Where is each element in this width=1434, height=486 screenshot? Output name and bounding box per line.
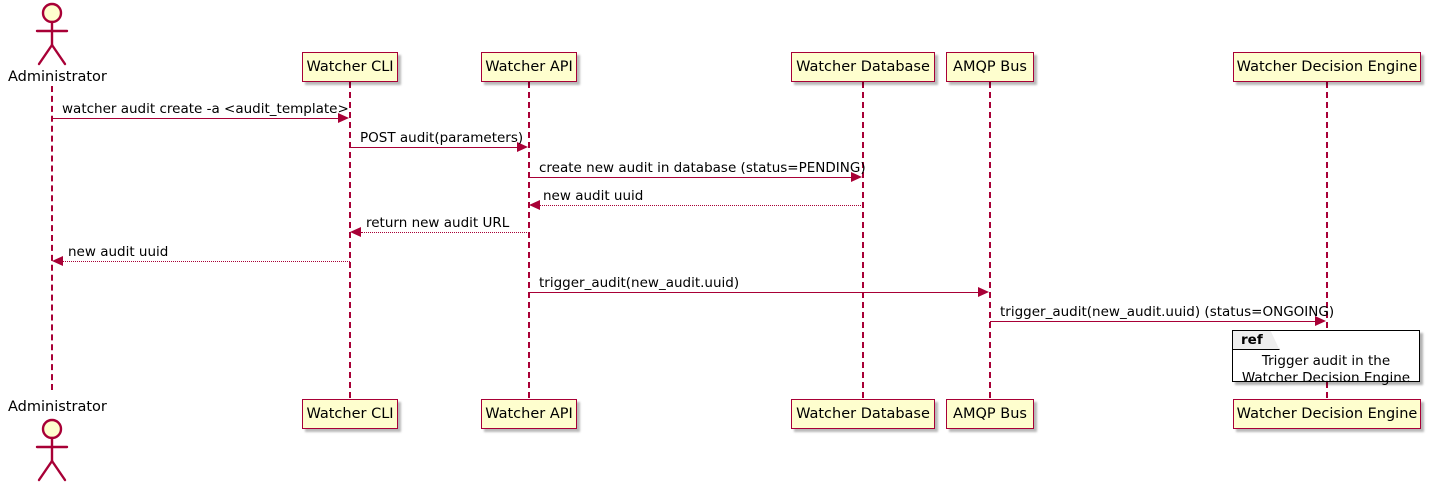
message-arrowhead-1 [338, 113, 349, 123]
message-label-5: return new audit URL [366, 215, 510, 231]
lifeline-watcher-cli [349, 82, 351, 398]
message-arrowhead-3 [851, 172, 862, 182]
message-arrowhead-7 [978, 287, 989, 297]
participant-watcher-api-bottom[interactable]: Watcher API [481, 399, 577, 429]
message-line-5 [361, 232, 529, 233]
participant-label-watcher-db-top: Watcher Database [796, 59, 930, 75]
participant-decision-engine-top[interactable]: Watcher Decision Engine [1233, 52, 1421, 82]
participant-label-amqp-bus-top: AMQP Bus [953, 59, 1027, 75]
lifeline-administrator [51, 86, 53, 390]
message-arrowhead-8 [1315, 316, 1326, 326]
message-line-6 [63, 261, 350, 262]
participant-label-amqp-bus-bottom: AMQP Bus [953, 406, 1027, 422]
ref-fragment: ref Trigger audit in the Watcher Decisio… [1232, 330, 1420, 386]
message-label-7: trigger_audit(new_audit.uuid) [539, 275, 740, 291]
actor-administrator-bottom [26, 418, 78, 482]
actor-administrator-top [26, 2, 78, 66]
participant-amqp-bus-bottom[interactable]: AMQP Bus [946, 399, 1034, 429]
participant-watcher-cli-bottom[interactable]: Watcher CLI [302, 399, 398, 429]
message-arrowhead-4 [529, 200, 540, 210]
message-label-8: trigger_audit(new_audit.uuid) (status=ON… [1000, 304, 1335, 320]
lifeline-watcher-api [528, 82, 530, 398]
participant-label-watcher-cli-bottom: Watcher CLI [306, 406, 394, 422]
participant-label-decision-engine-bottom: Watcher Decision Engine [1236, 406, 1418, 422]
lifeline-watcher-db [862, 82, 864, 398]
message-label-6: new audit uuid [68, 244, 169, 260]
message-label-2: POST audit(parameters) [360, 130, 524, 146]
participant-label-watcher-api-bottom: Watcher API [485, 406, 573, 422]
actor-label-administrator-top: Administrator [8, 69, 107, 85]
message-arrowhead-5 [350, 227, 361, 237]
ref-fragment-tag: ref [1233, 331, 1280, 350]
actor-figure-icon [35, 418, 69, 482]
message-label-3: create new audit in database (status=PEN… [539, 160, 866, 176]
message-line-2 [350, 147, 518, 148]
message-line-1 [52, 118, 339, 119]
participant-decision-engine-bottom[interactable]: Watcher Decision Engine [1233, 399, 1421, 429]
actor-label-administrator-bottom: Administrator [8, 399, 107, 415]
ref-fragment-line-1: Trigger audit in the [1261, 353, 1391, 369]
ref-fragment-line-2: Watcher Decision Engine [1241, 370, 1411, 386]
participant-watcher-db-bottom[interactable]: Watcher Database [791, 399, 935, 429]
message-label-4: new audit uuid [543, 188, 644, 204]
message-line-7 [529, 292, 979, 293]
participant-label-watcher-cli-top: Watcher CLI [306, 59, 394, 75]
participant-label-watcher-api-top: Watcher API [485, 59, 573, 75]
participant-watcher-cli-top[interactable]: Watcher CLI [302, 52, 398, 82]
message-line-4 [540, 205, 863, 206]
message-line-3 [529, 177, 852, 178]
actor-figure-icon [35, 2, 69, 66]
lifeline-amqp-bus [989, 82, 991, 398]
participant-label-decision-engine-top: Watcher Decision Engine [1236, 59, 1418, 75]
message-arrowhead-2 [517, 142, 528, 152]
participant-watcher-api-top[interactable]: Watcher API [481, 52, 577, 82]
message-arrowhead-6 [52, 256, 63, 266]
participant-label-watcher-db-bottom: Watcher Database [796, 406, 930, 422]
ref-fragment-body: Trigger audit in the Watcher Decision En… [1233, 353, 1419, 387]
message-label-1: watcher audit create -a <audit_template> [62, 101, 349, 117]
message-line-8 [990, 321, 1316, 322]
participant-amqp-bus-top[interactable]: AMQP Bus [946, 52, 1034, 82]
lifeline-decision-engine [1326, 82, 1328, 398]
participant-watcher-db-top[interactable]: Watcher Database [791, 52, 935, 82]
